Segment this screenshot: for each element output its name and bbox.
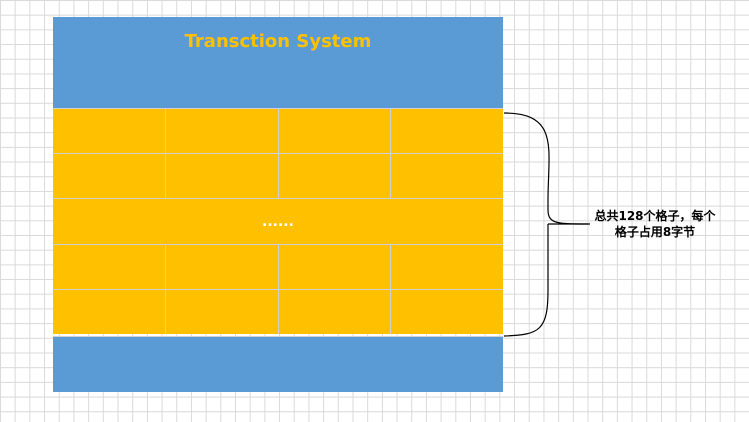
grid-cell	[279, 290, 392, 334]
grid-cell	[53, 109, 166, 153]
transaction-system-header: Transction System	[53, 17, 503, 108]
header-title: Transction System	[184, 31, 372, 52]
grid-row-3	[53, 244, 503, 289]
grid-row-4	[53, 289, 503, 334]
grid-row-1	[53, 108, 503, 153]
slot-grid: ......	[53, 108, 503, 334]
grid-cell	[166, 154, 279, 198]
grid-cell	[279, 109, 392, 153]
grid-cell	[279, 245, 392, 289]
transaction-system-footer	[53, 336, 503, 392]
grid-cell	[53, 245, 166, 289]
grid-cell	[166, 109, 279, 153]
grid-cell	[166, 290, 279, 334]
ellipsis-text: ......	[262, 213, 294, 230]
grid-cell	[53, 154, 166, 198]
grid-cell	[53, 290, 166, 334]
grid-ellipsis-row: ......	[53, 198, 503, 244]
grid-row-2	[53, 153, 503, 198]
grid-cell	[166, 245, 279, 289]
annotation-label: 总共128个格子，每个格子占用8字节	[594, 209, 716, 239]
grid-cell	[279, 154, 392, 198]
brace-path	[503, 112, 589, 337]
